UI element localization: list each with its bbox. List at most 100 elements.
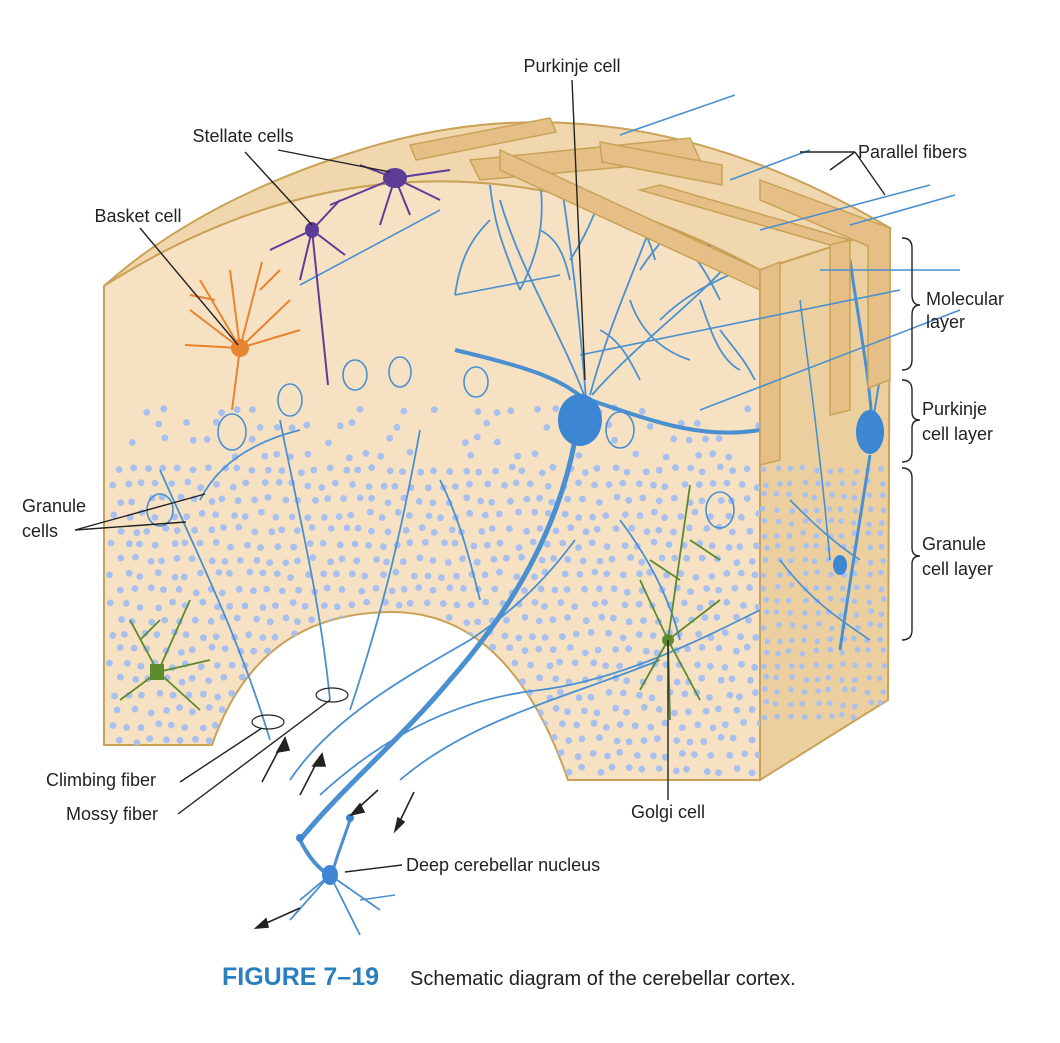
- granule-dot: [176, 704, 184, 712]
- granule-dot: [160, 405, 168, 413]
- granule-dot: [481, 571, 489, 579]
- granule-dot: [610, 585, 618, 593]
- granule-dot: [661, 514, 668, 521]
- granule-dot: [751, 571, 759, 579]
- granule-dot: [521, 613, 529, 621]
- granule-dot: [177, 493, 185, 501]
- granule-dot: [431, 708, 438, 716]
- granule-dot: [616, 748, 624, 756]
- granule-dot: [714, 705, 722, 713]
- granule-dot: [702, 435, 709, 443]
- granule-dot: [331, 479, 339, 487]
- granule-dot: [143, 408, 151, 416]
- granule-dot: [251, 528, 259, 536]
- granule-dot: [837, 506, 844, 513]
- granule-dot: [815, 688, 821, 694]
- granule-dot: [233, 406, 241, 414]
- granule-dot: [515, 508, 522, 516]
- granule-dot: [395, 751, 403, 759]
- granule-dot: [605, 688, 613, 696]
- granule-dot: [115, 466, 123, 473]
- granule-dot: [761, 714, 768, 721]
- granule-dot: [736, 543, 744, 551]
- granule-dot: [839, 649, 845, 656]
- granule-dot: [653, 649, 661, 657]
- granule-dot: [598, 613, 606, 621]
- granule-dot: [122, 600, 130, 607]
- granule-dot: [578, 763, 586, 771]
- granule-dot: [687, 588, 694, 596]
- granule-dot: [571, 603, 579, 611]
- granule-dot: [775, 518, 782, 525]
- granule-dot: [414, 734, 422, 742]
- granule-dot: [340, 495, 347, 502]
- granule-dot: [531, 508, 539, 516]
- granule-dot: [320, 721, 327, 728]
- granule-dot: [331, 690, 339, 698]
- granule-dot: [623, 677, 631, 685]
- granule-dot: [343, 466, 351, 474]
- granule-dot: [154, 569, 162, 577]
- granule-dot: [423, 599, 431, 607]
- basket-endings: [146, 356, 735, 529]
- granule-dot: [707, 662, 714, 670]
- granule-dot: [593, 525, 601, 533]
- granule-dot: [672, 464, 679, 471]
- granule-dot: [441, 754, 449, 761]
- granule-dot: [386, 467, 394, 475]
- granule-dot: [838, 533, 844, 539]
- granule-dot: [625, 645, 632, 653]
- granule-dot: [400, 585, 408, 593]
- granule-dot: [687, 464, 695, 472]
- granule-dot: [548, 498, 556, 506]
- granule-dot: [416, 768, 423, 776]
- granule-dot: [208, 526, 216, 534]
- layer-brackets: [901, 237, 921, 641]
- granule-dot: [264, 647, 271, 655]
- granule-dot: [396, 722, 404, 730]
- granule-dot: [774, 533, 780, 539]
- granule-dot: [125, 540, 133, 548]
- granule-dot: [357, 615, 365, 623]
- granule-dot: [348, 601, 356, 609]
- granule-dot: [677, 513, 685, 520]
- granule-dot: [184, 478, 192, 486]
- label-purkinje-cell: Purkinje cell: [523, 56, 620, 76]
- granule-dot: [388, 587, 396, 595]
- granule-dot: [722, 721, 729, 729]
- granule-dot: [803, 508, 809, 514]
- granule-dot: [130, 644, 138, 652]
- granule-dot: [698, 497, 706, 505]
- granule-dot: [880, 714, 886, 721]
- granule-dot: [477, 497, 484, 505]
- purkinje-cell-front: [298, 348, 761, 842]
- granule-dot: [205, 677, 213, 684]
- granule-dot: [192, 735, 199, 743]
- granule-dot: [384, 499, 392, 507]
- granule-dot: [738, 513, 745, 521]
- granule-dot: [451, 539, 459, 547]
- granule-dot: [788, 582, 795, 588]
- granule-dot: [488, 498, 496, 506]
- granule-dot: [218, 589, 226, 597]
- granule-dot: [717, 676, 725, 684]
- granule-dot: [453, 634, 460, 641]
- granule-dot: [880, 507, 887, 514]
- label-deep-cerebellar-nucleus: Deep cerebellar nucleus: [406, 855, 600, 875]
- granule-dot: [259, 569, 267, 577]
- granule-dot: [868, 608, 874, 614]
- granule-dot: [383, 558, 390, 566]
- granule-dot: [488, 706, 496, 714]
- granule-dot: [380, 630, 388, 637]
- granule-dot: [506, 525, 513, 532]
- granule-dot: [159, 464, 167, 472]
- granule-dot: [393, 423, 401, 431]
- granule-dot: [515, 634, 523, 642]
- granule-dot: [748, 706, 756, 713]
- granule-dot: [377, 452, 385, 460]
- granule-dot: [475, 468, 483, 476]
- granule-dot: [802, 557, 809, 563]
- granule-dot: [233, 464, 241, 472]
- granule-dot: [677, 570, 685, 577]
- granule-dot: [151, 541, 159, 549]
